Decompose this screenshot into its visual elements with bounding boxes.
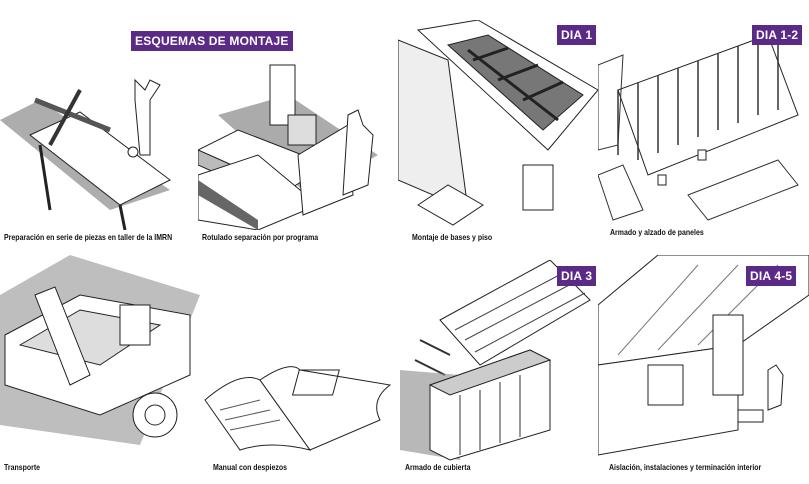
caption-manual: Manual con despiezos [213,462,287,472]
caption-bases-floor: Montaje de bases y piso [412,232,493,242]
day-badge-3: DIA 3 [557,266,597,286]
caption-interior: Aislación, instalaciones y terminación i… [609,462,762,472]
assembly-manual-illustration [200,330,400,460]
truck-transport-illustration [0,255,200,445]
caption-labeling: Rotulado separación por programa [202,232,319,242]
caption-workshop-preparation: Preparación en serie de piezas en taller… [4,232,173,242]
roof-assembly-illustration [400,260,600,465]
day-badge-1: DIA 1 [557,25,597,45]
labeled-pieces-illustration [198,55,378,230]
title-badge: ESQUEMAS DE MONTAJE [131,31,293,51]
wall-panels-illustration [598,25,808,225]
workshop-table-illustration [0,60,200,230]
caption-wall-panels: Armado y alzado de paneles [610,227,704,237]
floor-base-illustration [398,20,603,230]
caption-roof: Armado de cubierta [405,462,471,472]
day-badge-1-2: DIA 1-2 [752,25,803,45]
caption-transport: Transporte [4,462,41,472]
day-badge-4-5: DIA 4-5 [746,266,797,286]
